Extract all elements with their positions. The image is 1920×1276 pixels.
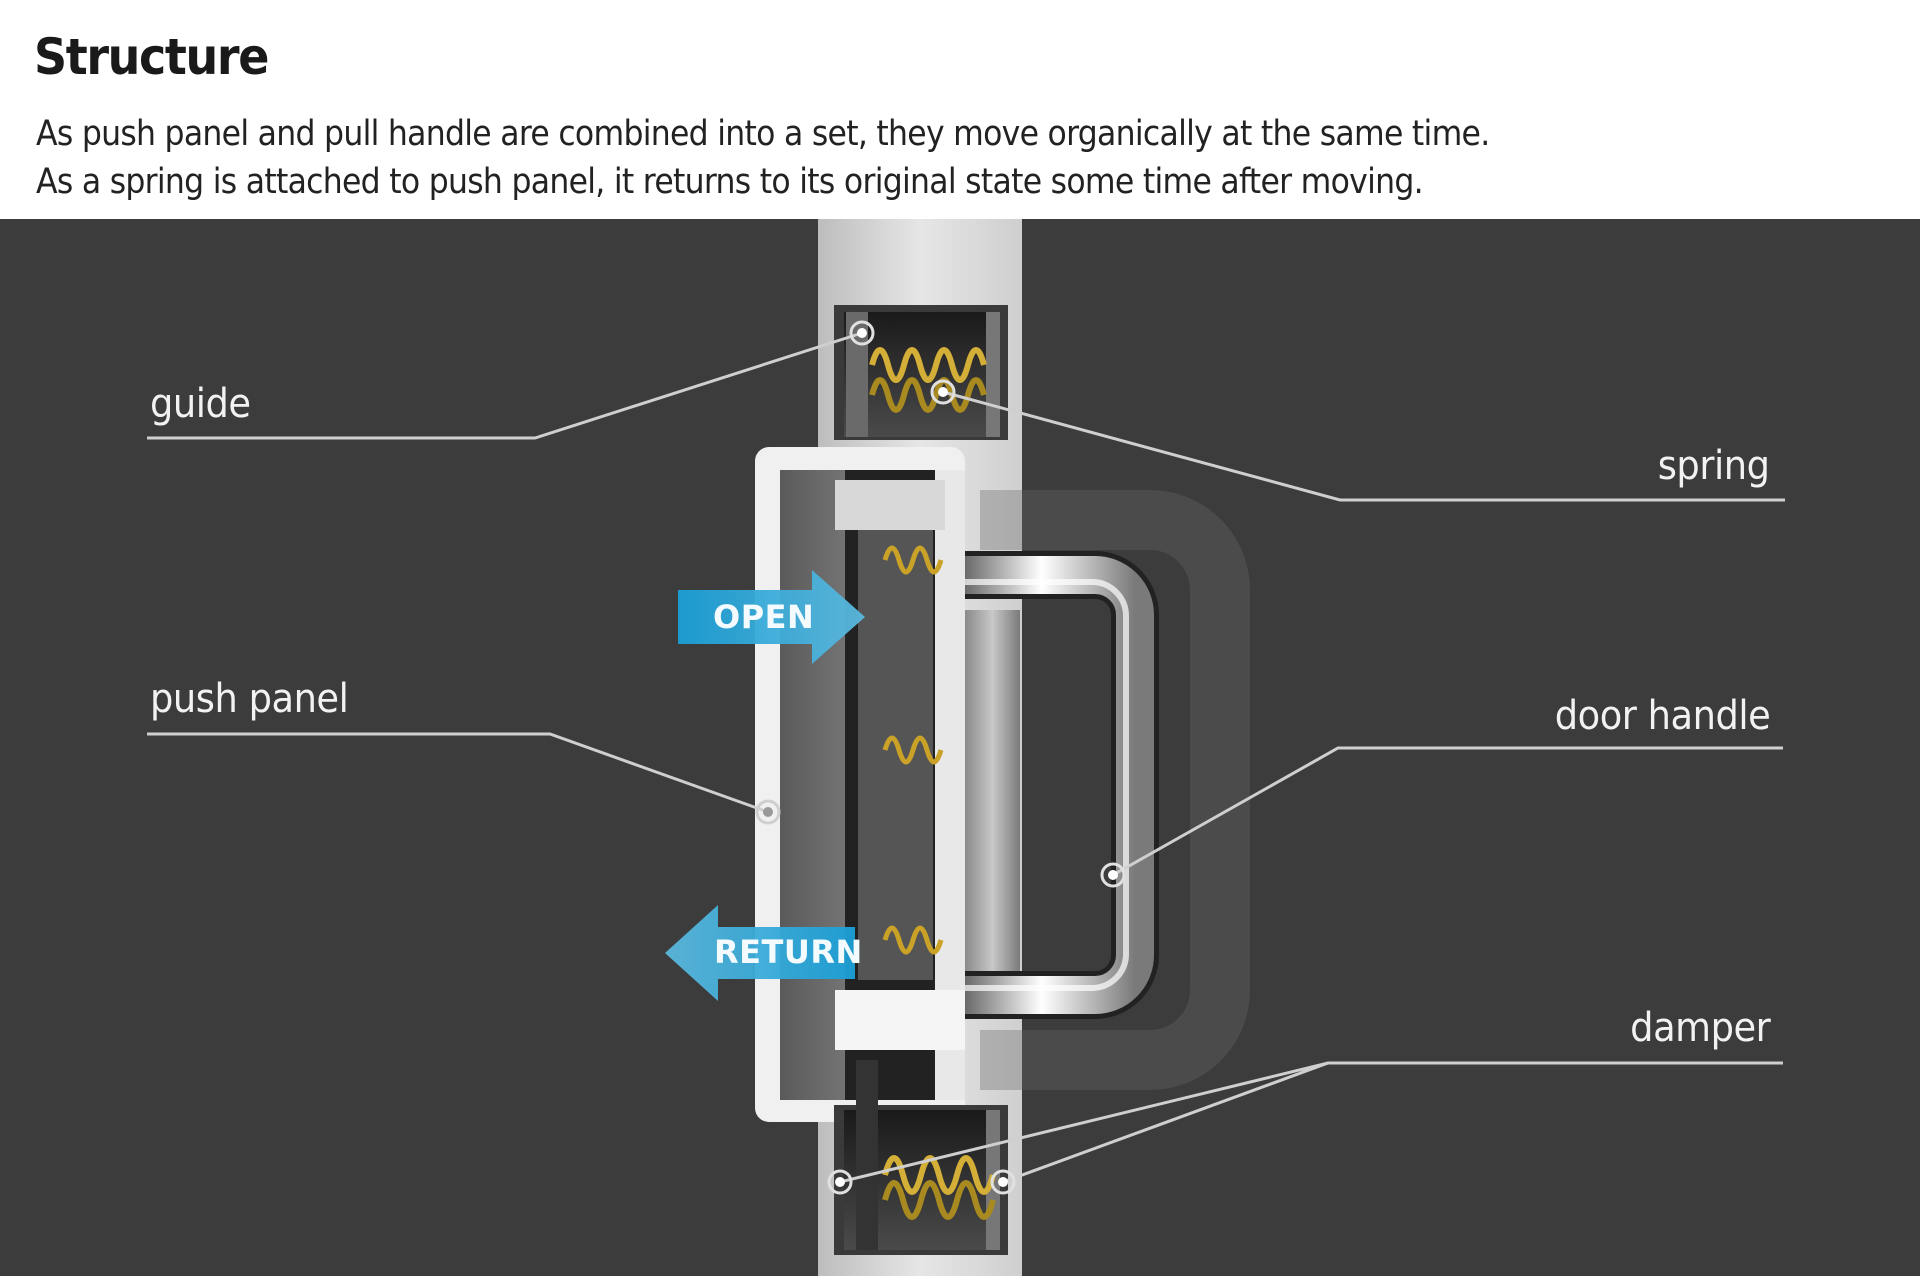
open-arrow-icon (678, 570, 865, 664)
leader-lines (147, 331, 1785, 1184)
return-arrow-label: RETURN (714, 933, 863, 971)
description-line-2: As a spring is attached to push panel, i… (36, 162, 1424, 202)
label-damper: damper (1629, 1005, 1771, 1051)
page-title: Structure (34, 28, 269, 86)
bottom-damper-housing (834, 1060, 1008, 1255)
label-spring: spring (1658, 443, 1770, 489)
spring-leader-line (942, 390, 1785, 502)
door-handle (965, 551, 1159, 1019)
door-handle-shadow (980, 490, 1250, 1090)
push-panel-leader-line (147, 732, 769, 814)
door-handle-leader-line (1112, 746, 1783, 877)
spring-icon (882, 545, 944, 955)
return-arrow-icon (665, 905, 855, 1001)
open-arrow-label: OPEN (713, 598, 815, 636)
structure-diagram: guide spring push panel door handle damp… (0, 219, 1920, 1276)
top-spring-housing (834, 305, 1008, 440)
guide-leader-line (147, 331, 863, 440)
push-panel (755, 447, 965, 1122)
label-door-handle: door handle (1554, 693, 1770, 739)
damper-spring-icon (882, 1155, 996, 1220)
diagram-graphic (147, 219, 1785, 1276)
callout-points (755, 320, 1126, 1195)
header: Structure As push panel and pull handle … (0, 0, 1920, 219)
damper-leader-line-2 (1002, 1061, 1329, 1184)
label-guide: guide (150, 381, 251, 427)
label-push-panel: push panel (150, 676, 349, 722)
description-line-1: As push panel and pull handle are combin… (36, 114, 1490, 154)
